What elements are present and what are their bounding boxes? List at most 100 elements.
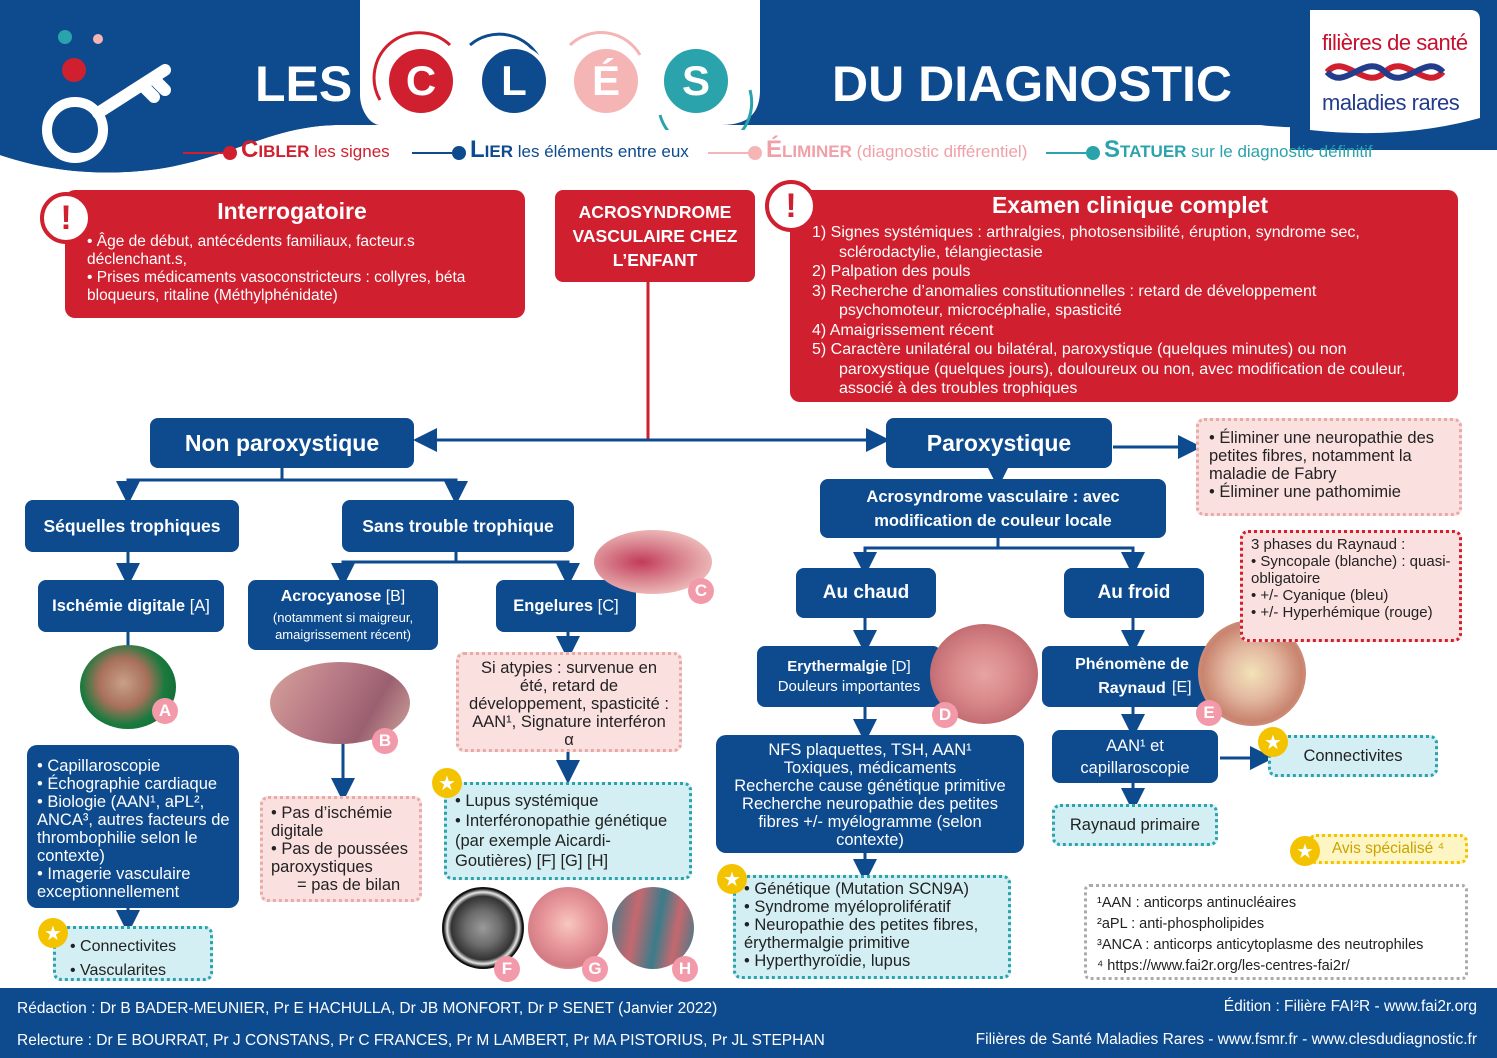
chaud-exams-box: NFS plaquettes, TSH, AAN¹ Toxiques, médi… (716, 735, 1024, 853)
erythermalgie-box: Erythermalgie [D] Douleurs importantes (757, 646, 941, 707)
photo-label: B (372, 728, 398, 754)
au-froid-box: Au froid (1064, 568, 1204, 618)
acro-result-item: Pas d’ischémie digitale (271, 804, 413, 840)
erythermalgie-ref: [D] (891, 658, 911, 675)
photo-label: A (152, 698, 178, 724)
footer-edition: Édition : Filière FAI²R - www.fai2r.org (1223, 998, 1477, 1015)
star-icon: ★ (1290, 836, 1320, 866)
photo-label: G (582, 956, 608, 982)
interrogatoire-item: Âge de début, antécédents familiaux, fac… (87, 233, 497, 269)
warning-icon: ! (40, 192, 92, 244)
examen-item: sclérodactylie, télangiectasie (839, 243, 1043, 261)
acrosyndrome-couleur-box: Acrosyndrome vasculaire : avec modificat… (820, 479, 1166, 538)
photo-label: C (688, 578, 714, 604)
engelures-result-item: Interféronopathie génétique (par exemple… (455, 811, 683, 871)
ischemie-result-item: Connectivites (70, 935, 210, 959)
raynaud-primaire: Raynaud primaire (1069, 816, 1201, 834)
raynaud-phase-item: +/- Cyanique (bleu) (1251, 587, 1453, 604)
avis-specialise-box: Avis spécialisé ⁴ (1308, 834, 1468, 864)
acro-result-item: Pas de poussées paroxystiques (271, 840, 413, 876)
title-les: LES (255, 56, 353, 112)
acrocyanose-result-box: Pas d’ischémie digitale Pas de poussées … (260, 796, 422, 902)
eliminer-item: Éliminer une pathomimie (1209, 483, 1453, 501)
photo-label: F (494, 956, 520, 982)
star-icon: ★ (432, 768, 462, 798)
warning-icon: ! (765, 180, 817, 232)
ischemie-label: Ischémie digitale (52, 596, 186, 615)
header-background (0, 0, 1497, 173)
raynaud-label: Phénomène de Raynaud (1075, 655, 1189, 697)
chaud-results-box: Génétique (Mutation SCN9A) Syndrome myél… (733, 875, 1011, 979)
interrogatoire-box: Interrogatoire Âge de début, antécédents… (65, 190, 525, 318)
title-du-diagnostic: DU DIAGNOSTIC (832, 56, 1232, 112)
notes-box: ¹AAN : anticorps antinucléaires ²aPL : a… (1084, 884, 1468, 980)
letter-e: É (570, 45, 642, 117)
letter-c: C (385, 45, 457, 117)
chaud-exam-item: Recherche cause génétique primitive (734, 777, 1006, 795)
acrosyndrome-title-box: ACROSYNDROME VASCULAIRE CHEZ L’ENFANT (555, 190, 755, 282)
raynaud-box: Phénomène de Raynaud (1042, 646, 1222, 707)
engelures-atypies-box: Si atypies : survenue en été, retard de … (456, 652, 682, 752)
ischemie-digitale-box: Ischémie digitale [A] (38, 580, 224, 632)
sans-trouble-trophique-box: Sans trouble trophique (342, 500, 574, 552)
ischemie-exam-item: Biologie (AAN¹, aPL², ANCA³, autres fact… (37, 793, 231, 865)
acrocyanose-box: Acrocyanose [B] (notamment si maigreur, … (248, 580, 438, 650)
interrogatoire-item: Prises médicaments vasoconstricteurs : c… (87, 269, 497, 305)
acrocyanose-label: Acrocyanose (280, 587, 382, 605)
chaud-result-item: Génétique (Mutation SCN9A) (744, 880, 1004, 898)
chaud-result-item: Syndrome myéloprolifératif (744, 898, 1004, 916)
footer-relecture: Relecture : Dr E BOURRAT, Pr J CONSTANS,… (17, 1032, 825, 1049)
ischemie-result-item: Vascularites (70, 959, 210, 983)
photo-g-engelures (528, 887, 608, 969)
erythermalgie-label: Erythermalgie (787, 658, 888, 675)
raynaud-phases-box: 3 phases du Raynaud : Syncopale (blanche… (1240, 530, 1462, 642)
chaud-exam-item: Recherche neuropathie des petites fibres… (742, 795, 998, 849)
engelures-result-item: Lupus systémique (455, 791, 683, 811)
letter-s: S (660, 45, 732, 117)
note-item: ³ANCA : anticorps anticytoplasme des neu… (1097, 937, 1424, 953)
step-cibler: CIBLER les signes (183, 136, 390, 164)
footer-redaction: Rédaction : Dr B BADER-MEUNIER, Pr E HAC… (17, 1000, 718, 1017)
step-statuer: STATUER sur le diagnostic définitif (1046, 136, 1373, 164)
footer (0, 988, 1497, 1058)
note-item: ⁴ https://www.fai2r.org/les-centres-fai2… (1097, 958, 1350, 974)
ischemie-exam-item: Capillaroscopie (37, 757, 231, 775)
raynaud-phase-item: Syncopale (blanche) : quasi-obligatoire (1251, 553, 1453, 587)
ischemie-ref: [A] (189, 596, 210, 615)
eliminer-item: Éliminer une neuropathie des petites fib… (1209, 429, 1453, 483)
step-lier: LIER les éléments entre eux (412, 136, 689, 164)
raynaud-ref: [E] (1172, 679, 1192, 696)
ischemie-exam-item: Imagerie vasculaire exceptionnellement (37, 865, 231, 901)
photo-h-doigts (612, 887, 694, 969)
photo-label: E (1196, 700, 1222, 726)
engelures-label: Engelures (513, 596, 594, 615)
chaud-exam-item: Toxiques, médicaments (783, 759, 957, 777)
engelures-results-box: Lupus systémique Interféronopathie génét… (444, 782, 692, 880)
photo-f-mri (442, 887, 524, 969)
examen-title: Examen clinique complet (991, 192, 1269, 218)
footer-filieres: Filières de Santé Maladies Rares - www.f… (975, 1031, 1477, 1048)
note-item: ¹AAN : anticorps antinucléaires (1097, 895, 1297, 911)
raynaud-phases-title: 3 phases du Raynaud : (1251, 536, 1406, 553)
step-eliminer: ÉLIMINER (diagnostic différentiel) (708, 136, 1027, 164)
photo-label: D (932, 702, 958, 728)
letter-l: L (478, 45, 550, 117)
raynaud-phase-item: +/- Hyperhémique (rouge) (1251, 604, 1453, 621)
note-item: ²aPL : anti-phospholipides (1097, 916, 1265, 932)
examen-item: 3) Recherche d’anomalies constitutionnel… (812, 282, 1317, 300)
sequelles-trophiques-box: Séquelles trophiques (25, 500, 239, 552)
ischemie-exam-item: Échographie cardiaque (37, 775, 231, 793)
star-icon: ★ (1258, 727, 1288, 757)
engelures-box: Engelures [C] (496, 580, 636, 632)
eliminer-box: Éliminer une neuropathie des petites fib… (1196, 418, 1462, 516)
acrocyanose-note: (notamment si maigreur, amaigrissement r… (272, 609, 414, 642)
fsmr-logo-icon (1325, 63, 1445, 81)
examen-item: 5) Caractère unilatéral ou bilatéral, pa… (812, 341, 1347, 358)
au-chaud-box: Au chaud (796, 568, 936, 618)
froid-result-connectivites: Connectivites (1303, 747, 1403, 765)
ischemie-results-box: Connectivites Vascularites (53, 926, 213, 981)
examen-item: associé à des troubles trophiques (839, 380, 1078, 397)
photo-label: H (672, 956, 698, 982)
ischemie-exams-box: Capillaroscopie Échographie cardiaque Bi… (27, 745, 239, 908)
